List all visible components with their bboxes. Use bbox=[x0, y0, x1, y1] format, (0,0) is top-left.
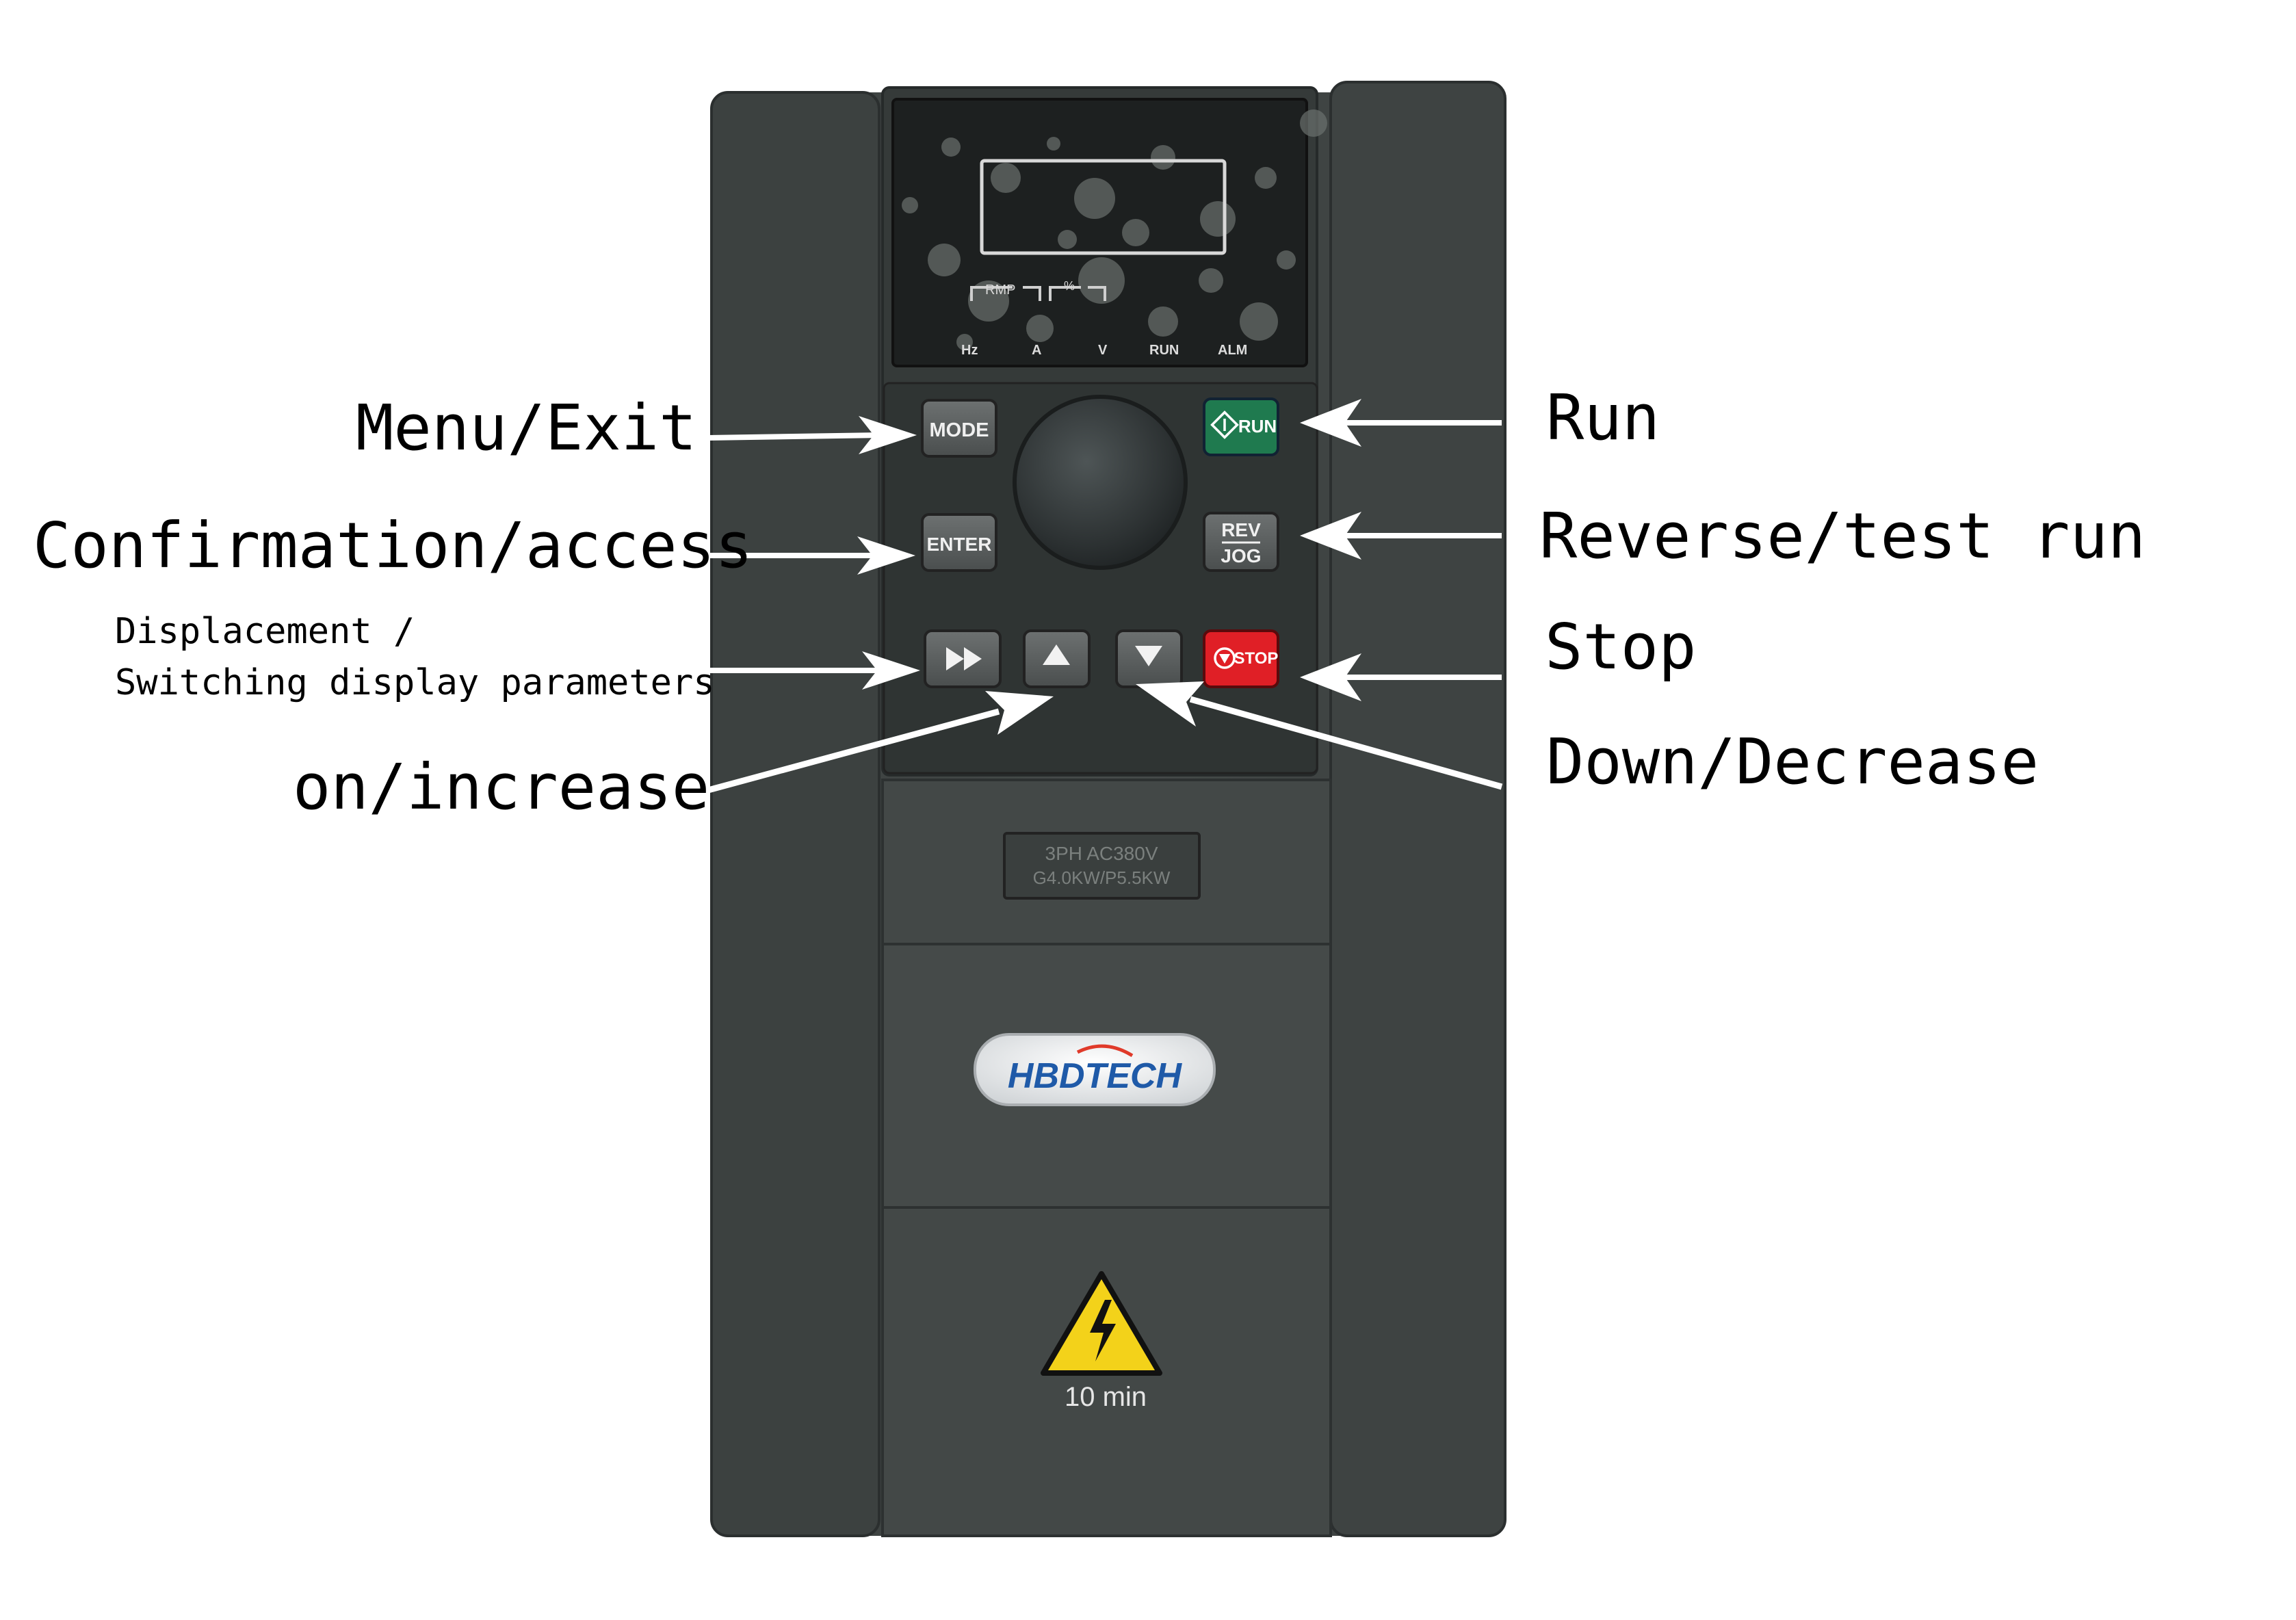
arrow-confirmation bbox=[708, 536, 915, 575]
rating-line2: G4.0KW/P5.5KW bbox=[1033, 867, 1171, 888]
stop-button-label: STOP bbox=[1234, 649, 1279, 668]
stop-button[interactable]: STOP bbox=[1203, 629, 1279, 688]
down-arrow-icon bbox=[1135, 646, 1162, 666]
label-down-decrease: Down/Decrease bbox=[1546, 725, 2039, 798]
run-icon bbox=[1210, 410, 1239, 439]
label-run: Run bbox=[1546, 381, 1660, 454]
display-window: RMP % Hz A V RUN ALM bbox=[891, 98, 1327, 367]
warning-text: 10 min bbox=[1065, 1382, 1147, 1412]
rev-jog-button[interactable]: REV JOG bbox=[1203, 512, 1279, 572]
brand-badge: HBDTECH bbox=[974, 1033, 1216, 1106]
arrow-menu-exit bbox=[707, 416, 917, 454]
arrow-down-decrease bbox=[1136, 681, 1503, 790]
label-reverse-test-run: Reverse/test run bbox=[1539, 499, 2146, 573]
indicator-a: A bbox=[1032, 343, 1041, 358]
indicator-hz: Hz bbox=[961, 343, 978, 358]
arrow-reverse bbox=[1300, 512, 1502, 560]
indicator-run: RUN bbox=[1149, 343, 1179, 358]
run-button[interactable]: RUN bbox=[1203, 397, 1279, 456]
rev-label: REV bbox=[1221, 519, 1261, 540]
rating-plate: 3PH AC380V G4.0KW/P5.5KW bbox=[1003, 832, 1201, 900]
jog-dial-knob[interactable] bbox=[1013, 395, 1188, 570]
label-on-increase: on/increase bbox=[293, 750, 710, 824]
arrow-on-increase bbox=[707, 691, 1054, 794]
indicator-percent: % bbox=[1064, 279, 1075, 293]
stop-icon bbox=[1214, 647, 1236, 669]
shift-icon bbox=[946, 647, 982, 670]
label-confirmation-access: Confirmation/access bbox=[33, 509, 753, 582]
up-arrow-icon bbox=[1043, 644, 1070, 665]
jog-label: JOG bbox=[1221, 545, 1261, 566]
brand-logo: HBDTECH bbox=[1008, 1056, 1183, 1096]
run-button-label: RUN bbox=[1238, 416, 1277, 436]
label-displacement-line1: Displacement / bbox=[115, 611, 415, 652]
down-button[interactable] bbox=[1115, 629, 1183, 688]
keypad: MODE ENTER RUN REV JOG bbox=[883, 382, 1318, 774]
mode-button[interactable]: MODE bbox=[921, 399, 997, 458]
annotation-arrows bbox=[691, 399, 1503, 794]
arrow-run bbox=[1300, 399, 1502, 447]
indicator-v: V bbox=[1098, 343, 1108, 358]
label-displacement-line2: Switching display parameters bbox=[115, 662, 715, 703]
indicator-rmp: RMP bbox=[985, 283, 1015, 298]
enter-button[interactable]: ENTER bbox=[921, 513, 997, 572]
label-menu-exit: Menu/Exit bbox=[356, 391, 697, 465]
arrow-stop bbox=[1300, 653, 1502, 701]
up-button[interactable] bbox=[1023, 629, 1091, 688]
label-stop: Stop bbox=[1545, 610, 1697, 683]
warning-sign: 10 min bbox=[1041, 1271, 1162, 1412]
rating-line1: 3PH AC380V bbox=[1045, 843, 1158, 864]
mode-button-label: MODE bbox=[930, 419, 989, 441]
indicator-alm: ALM bbox=[1218, 343, 1247, 358]
arrow-displacement bbox=[691, 651, 920, 690]
enter-button-label: ENTER bbox=[927, 534, 992, 555]
shift-button[interactable] bbox=[924, 629, 1002, 688]
